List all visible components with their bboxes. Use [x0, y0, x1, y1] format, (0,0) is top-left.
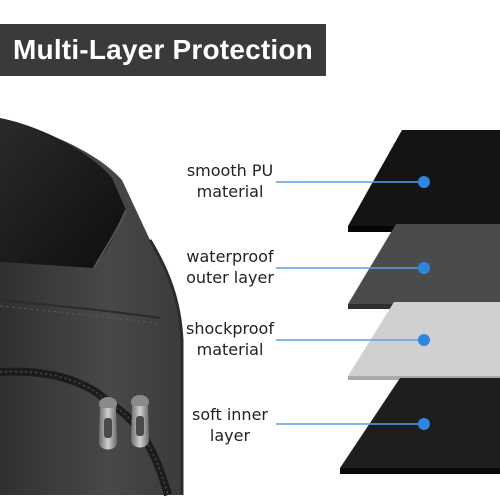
layer-label-line: waterproof — [186, 247, 274, 266]
layer-label-line: outer layer — [186, 268, 274, 287]
banner-title: Multi-Layer Protection — [13, 34, 313, 65]
layer-label-inner: soft inner layer — [170, 404, 290, 446]
layer-label-shockproof: shockproof material — [170, 318, 290, 360]
laptop-bag-image — [0, 118, 184, 497]
layer-label-line: material — [196, 340, 264, 359]
pointer-shockproof — [276, 334, 430, 346]
layer-label-pu: smooth PU material — [170, 160, 290, 202]
zipper-pull-left — [99, 397, 117, 450]
layer-label-line: layer — [209, 426, 251, 445]
pointer-waterproof — [276, 262, 430, 274]
layer-label-waterproof: waterproof outer layer — [170, 246, 290, 288]
pointer-pu — [276, 176, 430, 188]
pointer-inner — [276, 418, 430, 430]
zipper-pull-right — [131, 395, 149, 448]
title-banner: Multi-Layer Protection — [0, 24, 326, 76]
layer-label-line: shockproof — [186, 319, 274, 338]
layer-label-line: soft inner — [192, 405, 268, 424]
layer-label-line: smooth PU — [186, 161, 274, 180]
layer-label-line: material — [196, 182, 264, 201]
